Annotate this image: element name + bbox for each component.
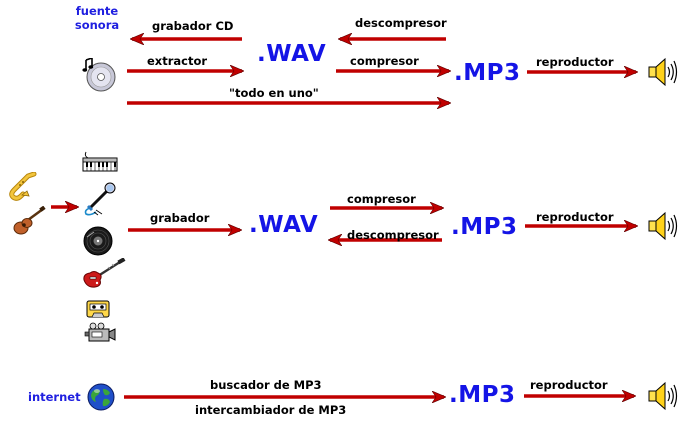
label-reproductor-1: reproductor xyxy=(536,55,614,69)
speaker-icon xyxy=(648,57,678,87)
source-title: fuente sonora xyxy=(72,4,122,32)
label-todo-en-uno: "todo en uno" xyxy=(229,86,319,100)
mp3-label-1: .MP3 xyxy=(454,60,521,86)
label-grabador-cd: grabador CD xyxy=(152,19,234,33)
speaker-icon xyxy=(648,211,678,241)
saxophone-icon xyxy=(9,172,37,201)
label-descompresor-2: descompresor xyxy=(347,228,439,242)
label-reproductor-2: reproductor xyxy=(536,210,614,224)
label-extractor: extractor xyxy=(147,54,208,68)
electric-guitar-icon xyxy=(83,258,126,288)
wav-label-1: .WAV xyxy=(257,41,327,67)
wav-label-2: .WAV xyxy=(249,212,319,238)
source-title-line-2: sonora xyxy=(74,18,120,32)
label-compresor-2: compresor xyxy=(347,192,416,206)
label-reproductor-3: reproductor xyxy=(530,378,608,392)
vinyl-record-icon xyxy=(83,226,113,256)
cd-icon xyxy=(82,58,116,92)
label-compresor-1: compresor xyxy=(350,54,419,68)
video-camera-icon xyxy=(84,322,116,342)
keyboard-icon xyxy=(82,151,118,172)
globe-icon xyxy=(87,383,115,411)
guitar-icon xyxy=(13,206,46,235)
label-intercambiador: intercambiador de MP3 xyxy=(195,403,347,417)
microphone-icon xyxy=(84,182,116,216)
cassette-icon xyxy=(86,300,110,318)
label-buscador: buscador de MP3 xyxy=(210,378,322,392)
label-grabador: grabador xyxy=(150,211,210,225)
label-descompresor-1: descompresor xyxy=(355,16,447,30)
source-title-line-1: fuente xyxy=(75,4,119,18)
internet-label: internet xyxy=(28,390,81,404)
speaker-icon xyxy=(648,381,678,411)
mp3-label-3: .MP3 xyxy=(449,382,516,408)
mp3-label-2: .MP3 xyxy=(451,214,518,240)
